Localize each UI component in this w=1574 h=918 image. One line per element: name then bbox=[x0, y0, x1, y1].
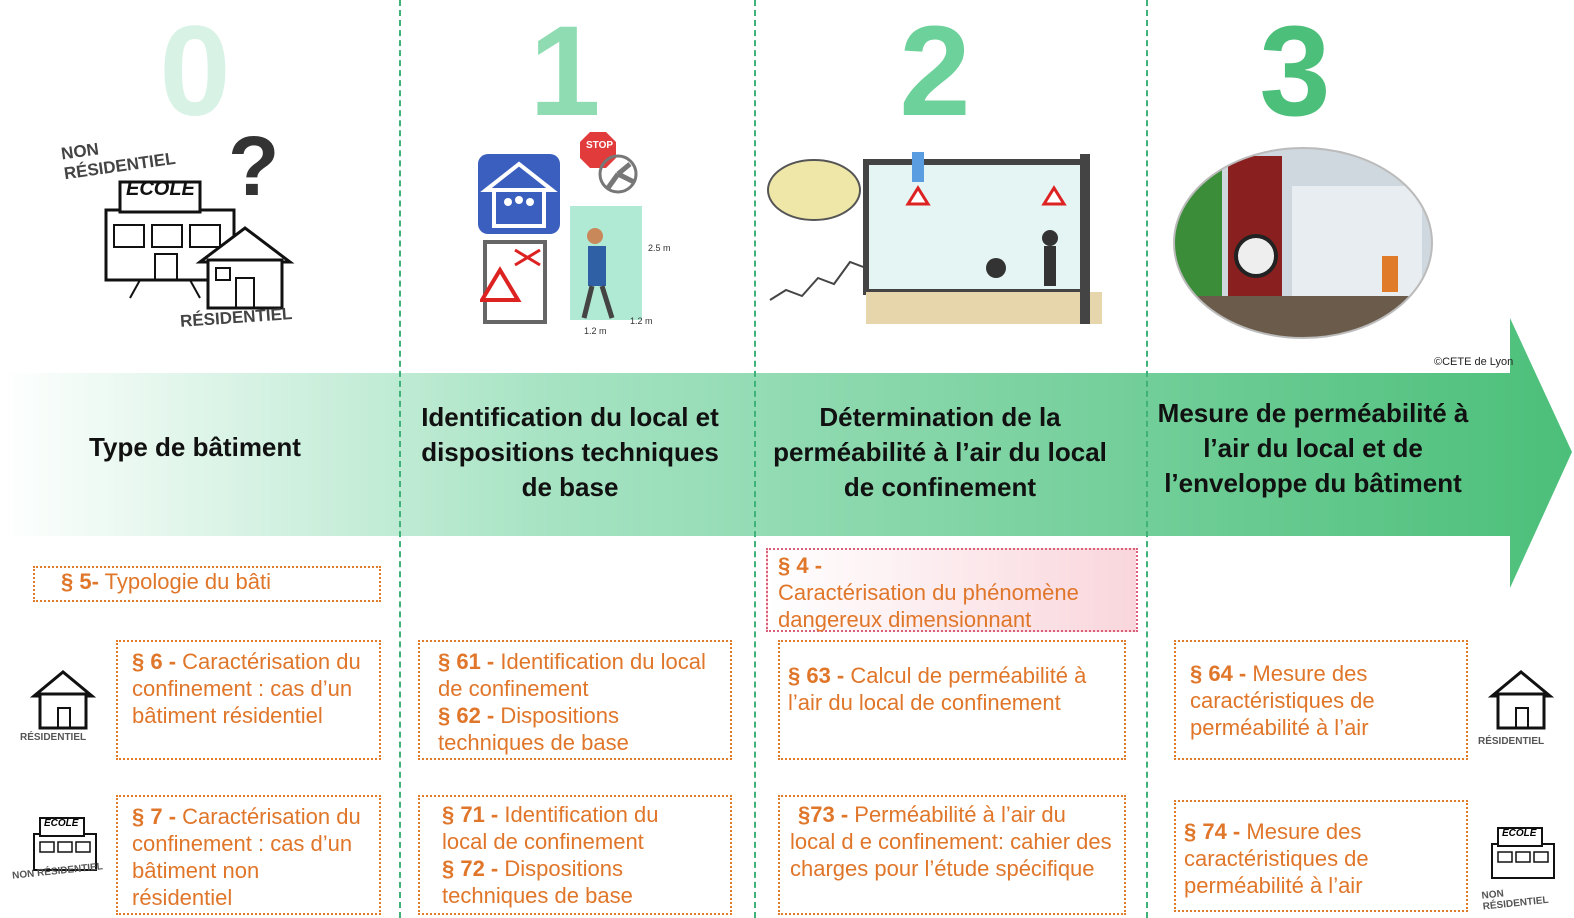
dimension-height: 2.5 m bbox=[648, 243, 671, 253]
ref-box-64: § 64 - Mesure des caractéristiques de pe… bbox=[1174, 640, 1468, 760]
school-icon-left bbox=[33, 817, 97, 871]
residential-house-icon-right bbox=[1488, 670, 1554, 730]
step-title-0: Type de bâtiment bbox=[89, 432, 301, 462]
stop-fan-icon bbox=[580, 132, 638, 194]
ref-box-71-72: § 71 - Identification du local de confin… bbox=[418, 795, 732, 915]
divider-1 bbox=[399, 0, 401, 918]
non-residentiel-row-label-right: NON RÉSIDENTIEL bbox=[1481, 888, 1550, 913]
ref-73-text: Perméabilité à l’air du local d e confin… bbox=[790, 802, 1112, 881]
ref-4: § 4 - bbox=[778, 553, 823, 578]
residentiel-row-label-right: RÉSIDENTIEL bbox=[1478, 736, 1545, 747]
house-icon bbox=[195, 226, 295, 310]
ref-4-text: Caractérisation du phénomène dangereux d… bbox=[778, 580, 1079, 632]
divider-3 bbox=[1146, 0, 1148, 918]
question-mark-icon: ? bbox=[228, 119, 280, 213]
local-identification-illustration: STOP 2.5 m 1.2 m 1.2 m bbox=[470, 130, 690, 340]
divider-2 bbox=[754, 0, 756, 918]
ecole-row-sign-right: ECOLE bbox=[1502, 828, 1537, 839]
ref-71-text: Identification du local de confinement bbox=[442, 802, 659, 854]
ref-box-74: § 74 - Mesure des caractéristiques de pe… bbox=[1174, 800, 1468, 912]
ref-box-73: §73 - Perméabilité à l’air du local d e … bbox=[778, 795, 1126, 915]
step-title-3: Mesure de perméabilité à l’air du local … bbox=[1157, 398, 1469, 498]
ref-72: § 72 - bbox=[442, 856, 499, 881]
step-number-1: 1 bbox=[529, 0, 601, 143]
ref-73: §73 - bbox=[798, 802, 849, 827]
shelter-house-icon bbox=[478, 154, 560, 234]
ref-62: § 62 - bbox=[438, 703, 495, 728]
ref-63: § 63 - bbox=[788, 663, 845, 688]
ref-72-text: Dispositions techniques de base bbox=[442, 856, 633, 908]
dimension-width-1: 1.2 m bbox=[584, 326, 607, 336]
ref-box-4: § 4 - Caractérisation du phénomène dange… bbox=[766, 548, 1138, 632]
ecole-row-sign-left: ECOLE bbox=[44, 818, 79, 829]
ref-61-text: Identification du local de confinement bbox=[438, 649, 706, 701]
ref-7-text: Caractérisation du confinement : cas d’u… bbox=[132, 804, 361, 910]
room-volume-icon bbox=[480, 206, 642, 324]
ref-64-text: Mesure des caractéristiques de perméabil… bbox=[1190, 661, 1375, 740]
ref-6-text: Caractérisation du confinement : cas d’u… bbox=[132, 649, 361, 728]
step-number-3: 3 bbox=[1259, 0, 1331, 143]
ref-7: § 7 - bbox=[132, 804, 177, 829]
ref-box-5: § 5- Typologie du bâti bbox=[33, 566, 381, 602]
ecole-sign: ECOLE bbox=[126, 178, 195, 200]
ref-5: § 5- bbox=[61, 569, 99, 594]
ref-74: § 74 - bbox=[1184, 819, 1241, 844]
building-type-illustration: NON RÉSIDENTIEL ECOLE ? RÉSIDENTIEL bbox=[60, 124, 360, 340]
residential-house-icon-left bbox=[30, 670, 96, 730]
step-number-0: 0 bbox=[159, 0, 231, 143]
stop-text: STOP bbox=[586, 140, 614, 151]
ref-63-text: Calcul de perméabilité à l’air du local … bbox=[788, 663, 1087, 715]
ref-box-63: § 63 - Calcul de perméabilité à l’air du… bbox=[778, 640, 1126, 760]
copyright: ©CETE de Lyon bbox=[1434, 356, 1514, 368]
ref-box-6: § 6 - Caractérisation du confinement : c… bbox=[116, 640, 381, 760]
ref-71: § 71 - bbox=[442, 802, 499, 827]
ref-box-61-62: § 61 - Identification du local de confin… bbox=[418, 640, 732, 760]
process-arrow bbox=[0, 318, 1572, 588]
ref-74-text: Mesure des caractéristiques de perméabil… bbox=[1184, 819, 1369, 898]
ref-61: § 61 - bbox=[438, 649, 495, 674]
step-title-2: Détermination de la perméabilité à l’air… bbox=[773, 402, 1107, 502]
room-permeability-illustration bbox=[767, 152, 1102, 324]
step-number-2: 2 bbox=[899, 0, 971, 143]
ref-64: § 64 - bbox=[1190, 661, 1247, 686]
ref-box-7: § 7 - Caractérisation du confinement : c… bbox=[116, 795, 381, 915]
school-icon-right bbox=[1491, 827, 1555, 879]
dimension-width-2: 1.2 m bbox=[630, 316, 653, 326]
ref-62-text: Dispositions techniques de base bbox=[438, 703, 629, 755]
step-title-1: Identification du local et dispositions … bbox=[421, 402, 719, 502]
ref-6: § 6 - bbox=[132, 649, 177, 674]
residentiel-row-label-left: RÉSIDENTIEL bbox=[20, 732, 87, 743]
ref-5-text: Typologie du bâti bbox=[98, 569, 271, 594]
blower-door-illustration bbox=[1173, 147, 1433, 339]
